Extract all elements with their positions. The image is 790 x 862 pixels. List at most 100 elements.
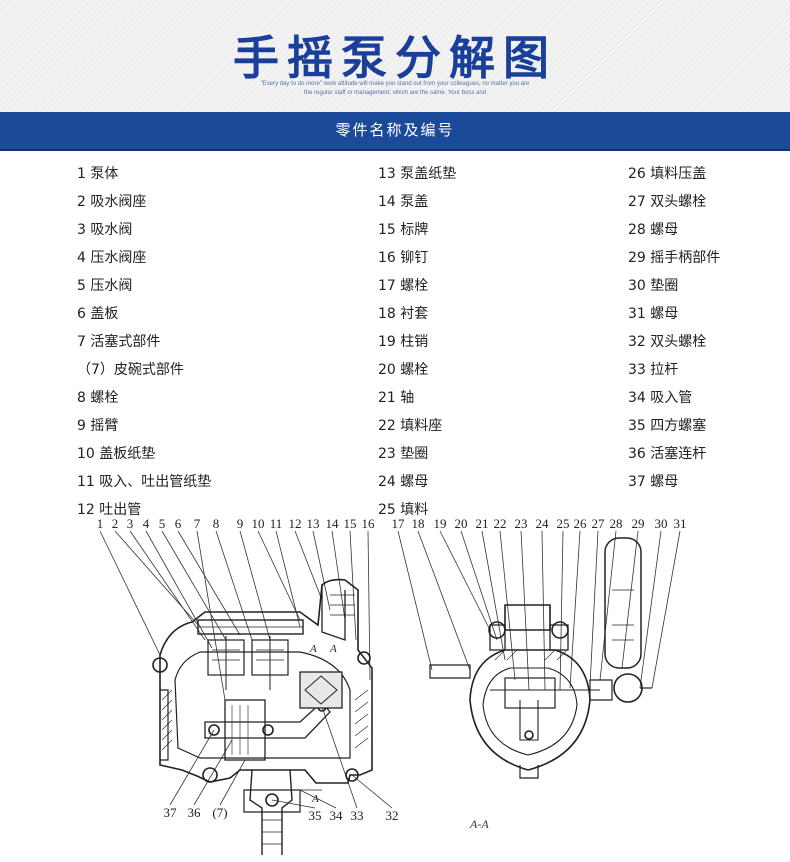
- callout-number: 7: [194, 516, 201, 531]
- leader-line: [460, 530, 498, 641]
- leader-line: [559, 530, 564, 691]
- part-item: 16 铆钉: [378, 250, 429, 266]
- leader-line: [215, 530, 253, 641]
- part-item: 9 摇臂: [77, 418, 119, 434]
- part-item: 23 垫圈: [378, 446, 429, 462]
- leader-line: [257, 530, 301, 621]
- leader-line: [169, 729, 215, 806]
- part-item: 17 螺栓: [378, 278, 429, 294]
- leader-line: [299, 789, 337, 809]
- part-item: 21 轴: [378, 390, 415, 406]
- callout-number: 2: [112, 516, 119, 531]
- section-mark-a-2: A: [329, 643, 337, 655]
- callout-number: 36: [188, 805, 202, 820]
- part-item: 22 填料座: [378, 418, 443, 434]
- leader-line: [275, 530, 301, 628]
- section-bar-label: 零件名称及编号: [335, 121, 455, 139]
- leader-line: [145, 530, 213, 649]
- callout-number: 3: [127, 516, 134, 531]
- subtitle-line-1: "Every day to do more" work attitude wil…: [260, 81, 530, 87]
- leader-line: [520, 530, 530, 691]
- callout-number: 13: [307, 516, 320, 531]
- callout-number: 17: [392, 516, 406, 531]
- part-item: 18 衬套: [378, 306, 429, 322]
- part-item: 8 螺栓: [77, 390, 119, 406]
- leader-line: [439, 530, 491, 631]
- leader-line: [589, 530, 599, 686]
- part-item: 5 压水阀: [77, 278, 133, 294]
- callout-number: 14: [326, 516, 340, 531]
- callout-number: 19: [434, 516, 447, 531]
- part-item: 32 双头螺栓: [628, 334, 707, 350]
- leader-line: [481, 530, 506, 661]
- section-mark-a-3: A: [311, 793, 319, 805]
- leader-line: [193, 739, 233, 806]
- callout-number: 16: [362, 516, 376, 531]
- part-item: 29 摇手柄部件: [628, 250, 721, 266]
- leader-line: [161, 530, 227, 641]
- callout-number: 15: [344, 516, 357, 531]
- callout-number: (7): [212, 805, 227, 820]
- part-item: 24 螺母: [378, 474, 429, 490]
- callout-number: 37: [164, 805, 178, 820]
- leader-line: [271, 799, 316, 809]
- leader-line: [651, 530, 681, 689]
- callout-number: 30: [655, 516, 668, 531]
- leader-line: [331, 530, 346, 621]
- part-item: 4 压水阀座: [77, 250, 147, 266]
- part-item: （7）皮碗式部件: [77, 362, 184, 378]
- part-item: 20 螺栓: [378, 362, 429, 378]
- section-mark-a-1: A: [309, 643, 317, 655]
- callout-number: 27: [592, 516, 606, 531]
- part-item: 3 吸水阀: [77, 222, 133, 238]
- part-item: 11 吸入、吐出管纸垫: [77, 474, 212, 490]
- leader-line: [541, 530, 546, 691]
- part-item: 2 吸水阀座: [77, 194, 147, 210]
- part-item: 35 四方螺塞: [628, 418, 707, 434]
- pump-section-view: [429, 537, 652, 779]
- callout-number: 32: [386, 808, 399, 823]
- pump-front-view: [152, 578, 373, 855]
- leader-line: [569, 530, 581, 689]
- part-item: 33 拉杆: [628, 362, 679, 378]
- leader-line: [196, 530, 226, 701]
- part-item: 15 标牌: [378, 222, 429, 238]
- callout-number: 21: [476, 516, 489, 531]
- callout-number: 29: [632, 516, 645, 531]
- callout-number: 12: [289, 516, 302, 531]
- leader-line: [312, 530, 331, 611]
- callout-number: 9: [237, 516, 244, 531]
- part-item: 37 螺母: [628, 474, 679, 490]
- callout-number: 11: [270, 516, 283, 531]
- callout-number: 5: [159, 516, 166, 531]
- callout-number: 28: [610, 516, 623, 531]
- part-item: 10 盖板纸垫: [77, 446, 156, 462]
- leader-line: [639, 530, 662, 689]
- subtitle-line-2: the regular staff or management, which a…: [304, 90, 486, 96]
- callout-number: 10: [252, 516, 265, 531]
- callout-number: 35: [309, 808, 322, 823]
- callout-number: 18: [412, 516, 425, 531]
- leader-line: [294, 530, 323, 601]
- callout-number: 31: [674, 516, 687, 531]
- part-item: 31 螺母: [628, 306, 679, 322]
- leader-line: [99, 530, 161, 656]
- leader-line: [239, 530, 271, 641]
- callout-number: 25: [557, 516, 570, 531]
- part-item: 25 填料: [378, 502, 429, 518]
- parts-column-1: 1 泵体 2 吸水阀座 3 吸水阀 4 压水阀座 5 压水阀 6 盖板 7 活塞式部件 （7）…: [77, 160, 211, 524]
- leader-line: [351, 774, 393, 809]
- part-item: 28 螺母: [628, 222, 679, 238]
- part-item: 7 活塞式部件: [77, 334, 161, 350]
- part-item: 6 盖板: [77, 306, 119, 322]
- part-item: 34 吸入管: [628, 390, 693, 406]
- leader-line: [177, 530, 241, 636]
- callout-number: 4: [143, 516, 150, 531]
- callout-number: 8: [213, 516, 220, 531]
- part-item: 1 泵体: [77, 166, 119, 182]
- part-item: 30 垫圈: [628, 278, 679, 294]
- leader-line: [599, 530, 617, 681]
- leader-line: [114, 530, 199, 626]
